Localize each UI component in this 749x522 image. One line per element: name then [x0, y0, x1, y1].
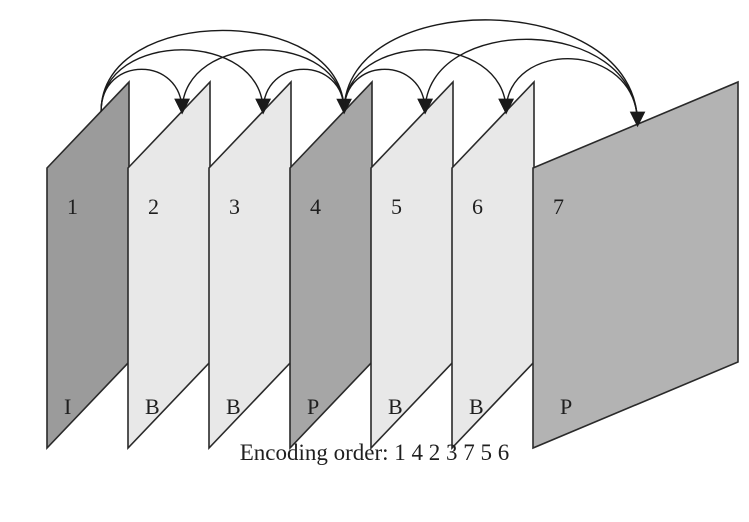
frame-4: 4P [289, 80, 373, 450]
reference-arc-1-to-3 [100, 49, 264, 112]
reference-arc-1-to-2 [100, 68, 183, 112]
frame-panel [289, 80, 373, 450]
reference-arc-1-to-4 [100, 29, 345, 112]
frame-type-label: B [145, 394, 160, 419]
frame-number-label: 2 [148, 194, 159, 219]
arrowhead-icon [255, 98, 271, 115]
frame-type-label: I [64, 394, 71, 419]
frame-panel [208, 80, 292, 450]
frame-1: 1I [46, 80, 130, 450]
frame-number-label: 6 [472, 194, 483, 219]
frame-2: 2B [127, 80, 211, 450]
reference-arc-4-to-3 [262, 68, 345, 112]
frame-type-label: B [226, 394, 241, 419]
frame-number-label: 4 [310, 194, 321, 219]
reference-arc-4-to-7 [343, 19, 639, 125]
arrowhead-icon [498, 98, 514, 115]
arrowhead-icon [417, 98, 433, 115]
reference-arc-7-to-6 [505, 58, 639, 125]
frame-number-label: 5 [391, 194, 402, 219]
reference-arc-4-to-2 [181, 49, 345, 112]
reference-arc-7-to-5 [424, 38, 639, 125]
frame-panel [532, 80, 739, 450]
frame-panel [451, 80, 535, 450]
reference-arc-4-to-6 [343, 49, 507, 112]
reference-arc-4-to-5 [343, 68, 426, 112]
frame-6: 6B [451, 80, 535, 450]
frame-5: 5B [370, 80, 454, 450]
frame-type-label: B [388, 394, 403, 419]
frame-panel [46, 80, 130, 450]
frame-panel [127, 80, 211, 450]
frame-type-label: B [469, 394, 484, 419]
reference-arrows-layer [100, 19, 646, 128]
frame-3: 3B [208, 80, 292, 450]
frame-7: 7P [532, 80, 739, 450]
frame-number-label: 7 [553, 194, 564, 219]
frame-panel [370, 80, 454, 450]
frame-type-label: P [560, 394, 572, 419]
frame-type-label: P [307, 394, 319, 419]
arrowhead-icon [174, 98, 190, 115]
frame-number-label: 3 [229, 194, 240, 219]
frame-number-label: 1 [67, 194, 78, 219]
encoding-order-caption: Encoding order: 1 4 2 3 7 5 6 [239, 440, 510, 465]
